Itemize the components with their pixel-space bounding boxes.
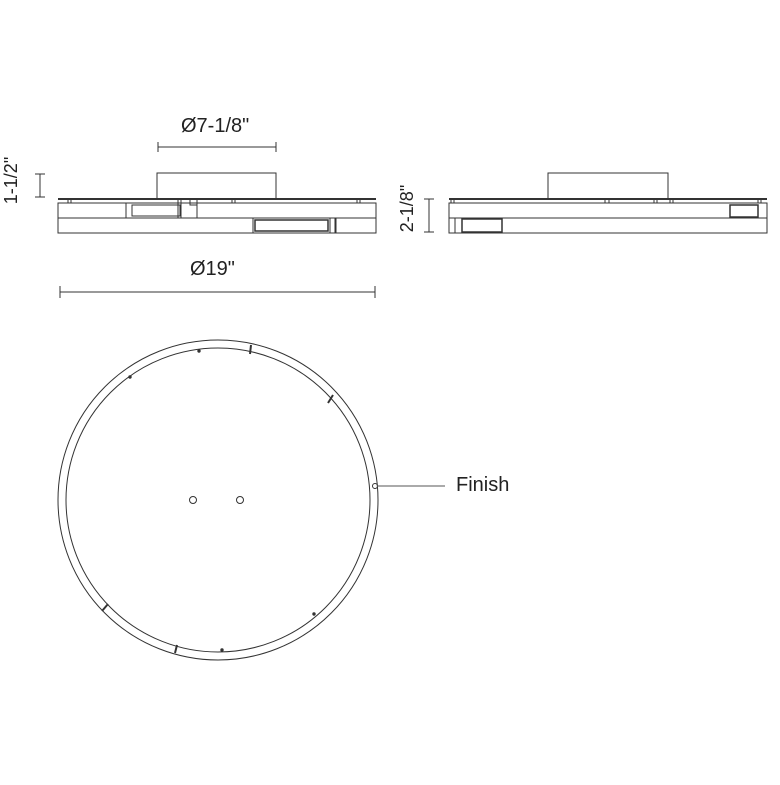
overall-diameter-label: Ø19" — [190, 258, 235, 280]
finish-marker-icon — [372, 483, 378, 489]
canopy-height-label: 1-1/2" — [1, 156, 22, 205]
finish-callout-label: Finish — [456, 474, 510, 496]
side-view-right — [424, 172, 768, 234]
canopy-diameter-label: Ø7-1/8" — [181, 115, 250, 137]
top-view — [57, 339, 445, 661]
mount-hole-icon — [236, 496, 244, 504]
side-view-left — [35, 142, 377, 298]
mount-hole-icon — [189, 496, 197, 504]
overall-height-label: 2-1/8" — [397, 184, 418, 233]
